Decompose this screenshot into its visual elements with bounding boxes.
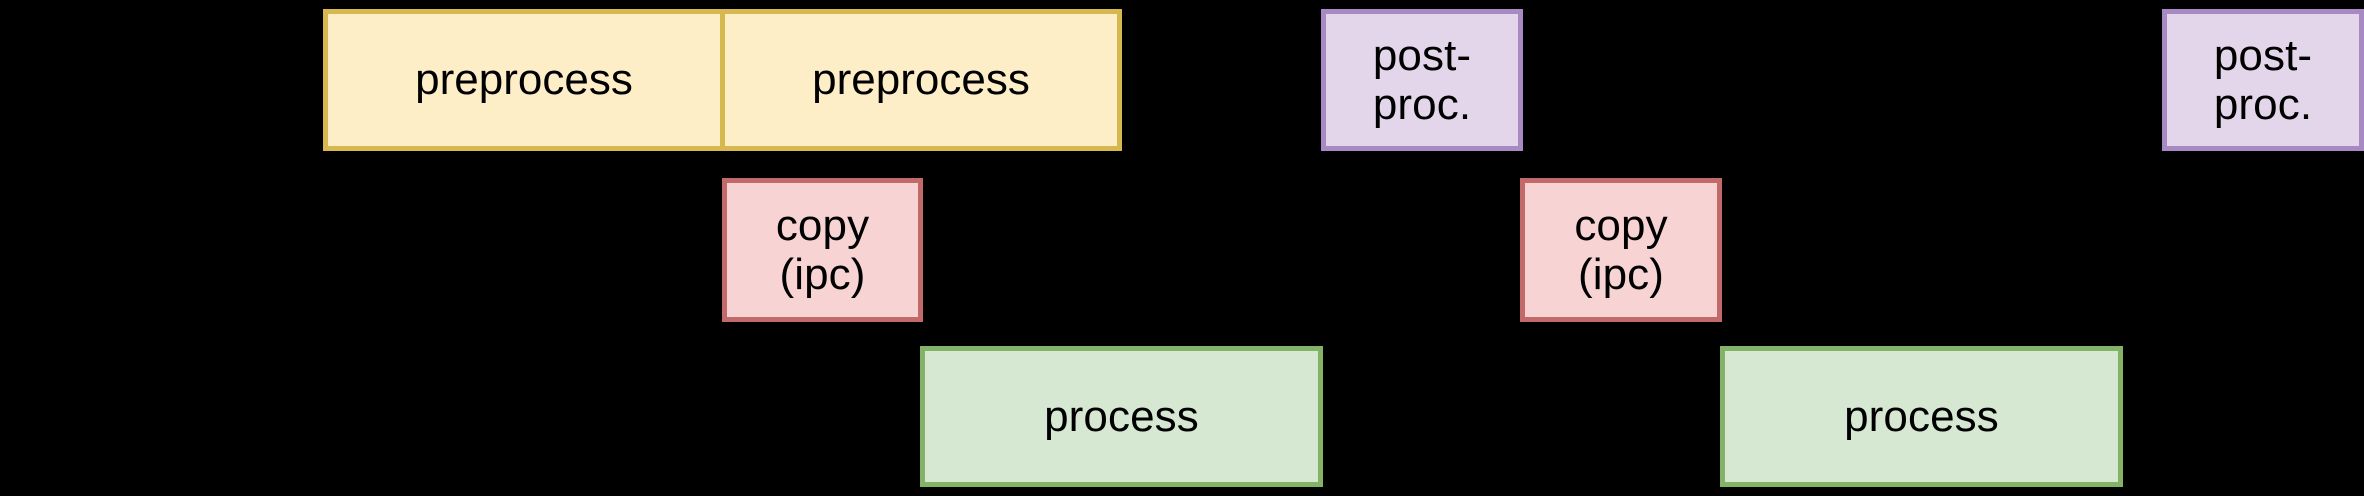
preprocess-group: preprocess preprocess	[323, 9, 1122, 151]
copy-ipc-block-2: copy (ipc)	[1520, 178, 1722, 322]
process-block-1: process	[920, 346, 1323, 487]
postproc-block-1: post- proc.	[1321, 9, 1523, 151]
postproc-block-2: post- proc.	[2162, 9, 2364, 151]
copy-ipc-block-1: copy (ipc)	[722, 178, 923, 322]
preprocess-cell-2: preprocess	[720, 14, 1117, 146]
process-block-2: process	[1720, 346, 2123, 487]
preprocess-cell-1: preprocess	[415, 55, 633, 105]
